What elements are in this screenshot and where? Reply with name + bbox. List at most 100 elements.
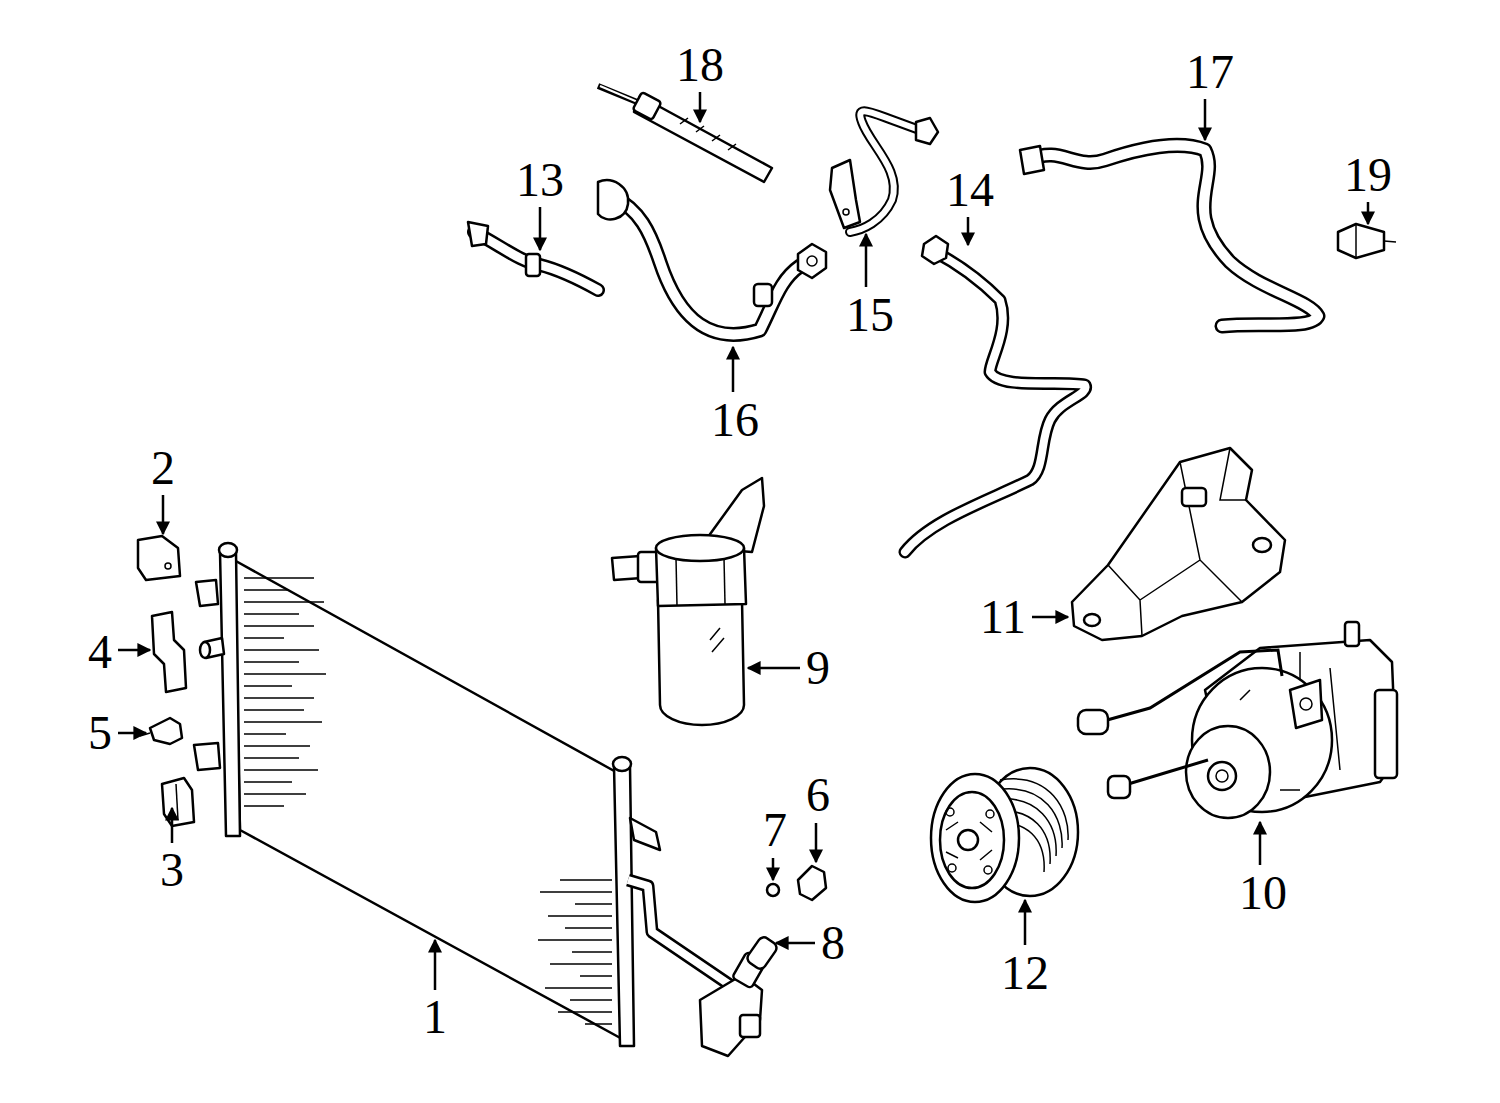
compressor — [1290, 680, 1322, 728]
leader-arrows — [1024, 900, 1027, 945]
leader-arrows — [772, 858, 775, 880]
compressor-bracket — [1072, 448, 1285, 640]
callout-number: 13 — [516, 156, 564, 204]
hose-fittings — [526, 254, 540, 276]
condenser — [234, 560, 624, 1040]
condenser — [200, 642, 210, 658]
hose-fittings — [916, 118, 938, 144]
hoses — [905, 252, 1086, 552]
receiver-drier — [710, 628, 724, 652]
compressor — [1100, 650, 1282, 722]
receiver-drier — [658, 600, 744, 725]
callout-number: 7 — [763, 806, 787, 854]
hoses — [612, 196, 800, 334]
hose-fittings — [1020, 146, 1044, 174]
hoses — [1030, 145, 1318, 326]
condenser — [219, 543, 237, 557]
callout-number: 17 — [1186, 48, 1234, 96]
condenser — [628, 880, 730, 985]
callout-number: 14 — [946, 166, 994, 214]
callout-number: 19 — [1344, 151, 1392, 199]
expansion-tube — [633, 92, 662, 120]
compressor — [1078, 710, 1108, 734]
clips — [138, 536, 194, 826]
expansion-tube — [600, 86, 640, 103]
condenser — [614, 766, 634, 1046]
compressor — [1300, 698, 1312, 710]
valve-parts — [745, 866, 826, 971]
leader-arrows — [815, 823, 818, 862]
condenser — [538, 880, 612, 1024]
valve-parts — [798, 866, 826, 900]
condenser — [194, 743, 220, 770]
hoses — [905, 252, 1086, 552]
receiver-drier — [612, 478, 764, 725]
clips — [176, 784, 178, 820]
receiver-drier — [656, 535, 744, 561]
hose-fittings — [468, 222, 488, 246]
leader-arrows — [967, 217, 970, 245]
callout-number: 9 — [806, 644, 830, 692]
leader-arrows — [776, 942, 815, 945]
valve-parts — [767, 884, 779, 896]
callout-number: 6 — [806, 771, 830, 819]
leader-arrows — [748, 667, 800, 670]
expansion-tube — [598, 86, 772, 182]
callout-number: 12 — [1001, 949, 1049, 997]
hoses — [474, 232, 598, 290]
compressor — [1108, 776, 1130, 798]
hoses — [474, 232, 598, 290]
compressor-bracket — [1253, 538, 1271, 552]
leader-arrows — [118, 649, 150, 652]
leader-arrows — [539, 207, 542, 250]
clips — [138, 536, 180, 580]
leader-arrows — [162, 495, 165, 534]
condenser — [244, 578, 326, 806]
clips — [150, 718, 182, 744]
hoses — [850, 111, 925, 232]
valve-parts — [745, 935, 779, 971]
condenser — [220, 552, 240, 836]
clutch-pulley — [940, 792, 1004, 888]
callout-number: 1 — [423, 993, 447, 1041]
leader-arrows — [118, 732, 146, 735]
compressor — [1078, 622, 1397, 818]
compressor-bracket — [1108, 448, 1246, 636]
compressor-bracket — [1084, 614, 1100, 626]
hose-fittings — [843, 209, 849, 215]
leader-arrows — [1367, 202, 1370, 224]
clips — [165, 563, 171, 569]
leader-arrows — [1259, 822, 1262, 865]
callout-number: 18 — [676, 41, 724, 89]
callout-number: 5 — [88, 709, 112, 757]
clutch-pulley — [931, 774, 1019, 902]
hose-fittings — [468, 118, 1396, 306]
callout-number: 16 — [711, 396, 759, 444]
leader-arrows — [434, 940, 437, 990]
hose-fittings — [830, 160, 860, 228]
clutch-pulley — [946, 822, 992, 860]
leader-arrows — [865, 234, 868, 287]
callout-number: 3 — [160, 846, 184, 894]
clutch-pulley — [948, 864, 956, 872]
receiver-drier — [676, 558, 677, 606]
callout-number: 4 — [88, 628, 112, 676]
compressor — [1345, 622, 1359, 646]
clips — [152, 612, 186, 692]
compressor-bracket — [1182, 488, 1206, 506]
callout-number: 2 — [151, 444, 175, 492]
condenser — [194, 543, 766, 1056]
condenser — [196, 580, 218, 606]
hose-fittings — [807, 256, 817, 266]
hose-fittings — [798, 244, 826, 278]
leader-arrows — [1204, 99, 1207, 140]
condenser — [740, 1015, 760, 1037]
compressor — [1208, 762, 1236, 790]
callout-number: 10 — [1239, 869, 1287, 917]
hose-fittings — [922, 236, 948, 264]
compressor-bracket — [1072, 448, 1285, 640]
leader-arrows — [732, 347, 735, 392]
leader-arrows — [1032, 616, 1068, 619]
